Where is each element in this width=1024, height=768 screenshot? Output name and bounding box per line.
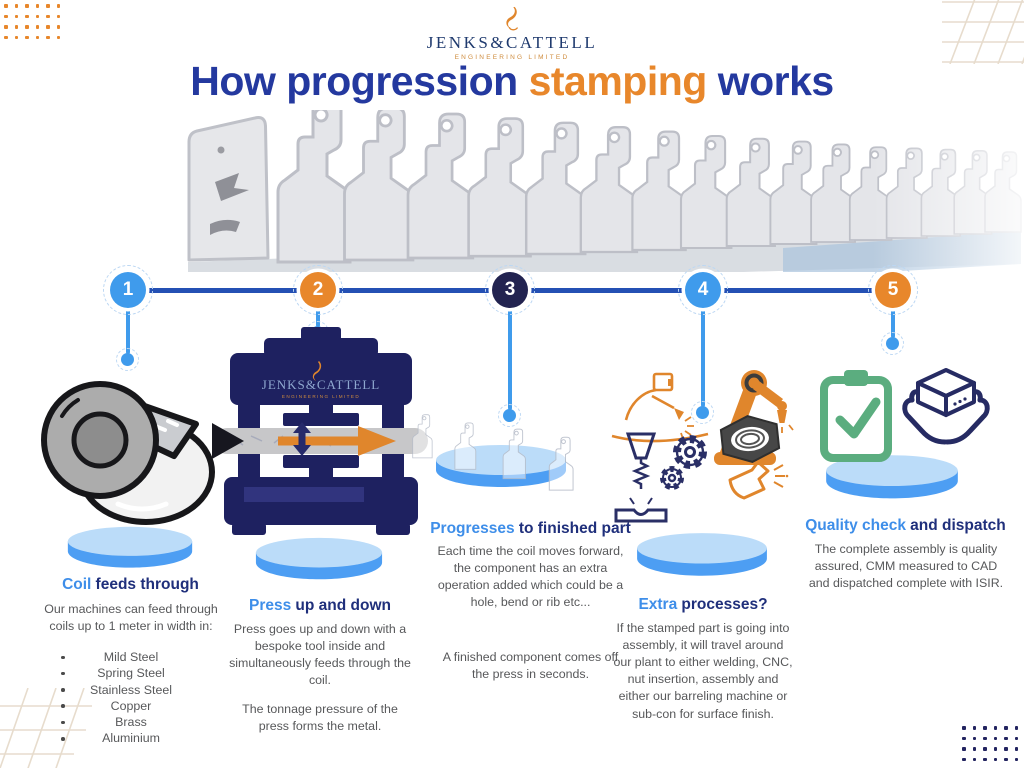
- orange-dot-grid-decoration: [4, 4, 67, 46]
- step-5-number-badge: 5: [868, 265, 918, 315]
- step-number: 5: [887, 279, 899, 300]
- step-3-body: Each time the coil moves forward, the co…: [437, 544, 624, 610]
- hex-nut-icon: [719, 415, 781, 463]
- hands-holding-box-icon: [902, 368, 990, 445]
- step-1-materials-list: Mild Steel Spring Steel Stainless Steel …: [35, 649, 227, 747]
- bullet-dot: [61, 688, 65, 692]
- extra-processes-icons: [611, 370, 794, 523]
- svg-text:ENGINEERING LIMITED: ENGINEERING LIMITED: [282, 394, 360, 399]
- bullet-dot: [61, 704, 65, 708]
- list-item: Copper: [35, 698, 227, 714]
- quality-checklist-icon: [820, 370, 892, 462]
- svg-text:JENKS&CATTELL: JENKS&CATTELL: [262, 377, 380, 392]
- step-3-body-2: A finished component comes off the press…: [442, 650, 619, 682]
- step-3-number-badge: 3: [485, 265, 535, 315]
- step-3-connector: [508, 306, 512, 410]
- step-1-platform-disc: [67, 526, 193, 568]
- press-machine-icon: JENKS&CATTELL ENGINEERING LIMITED: [212, 327, 428, 535]
- brand-swirl-icon: [506, 6, 518, 31]
- brand-logo: JENKS&CATTELL ENGINEERING LIMITED: [0, 6, 1024, 61]
- bullet-dot: [61, 720, 65, 725]
- finished-parts-disc-icon: [412, 414, 574, 491]
- bullet-dot: [61, 736, 65, 741]
- list-item: Aluminium: [35, 730, 227, 746]
- bullet-dot: [61, 671, 65, 676]
- step-1-number-badge: 1: [103, 265, 153, 315]
- diagonal-lattice-decoration: [942, 0, 1024, 64]
- step-5-body: The complete assembly is quality assured…: [808, 542, 1004, 591]
- step-5-platform-disc: [826, 455, 958, 499]
- step-2-platform-disc: [255, 537, 383, 580]
- navy-dot-grid-decoration: [962, 726, 1024, 768]
- list-item: Mild Steel: [35, 649, 227, 665]
- progression-strip-image: [183, 110, 1024, 272]
- step-5-connector-dot: [881, 332, 904, 355]
- step-2-body-2: The tonnage pressure of the press forms …: [242, 702, 398, 734]
- step-number: 1: [122, 279, 134, 300]
- brand-tagline: ENGINEERING LIMITED: [454, 54, 570, 61]
- spray-gun-icon: [728, 460, 789, 500]
- coil-icon: [41, 381, 215, 525]
- step-2-body: Press goes up and down with a bespoke to…: [229, 622, 411, 688]
- step-1-body: Our machines can feed through coils up t…: [44, 602, 218, 634]
- quality-dispatch-icons: [820, 368, 990, 462]
- step-2-number-badge: 2: [293, 265, 343, 315]
- welder-icon: [611, 372, 709, 443]
- step-1-connector: [126, 306, 130, 354]
- list-item: Spring Steel: [35, 665, 227, 681]
- step-number: 4: [697, 279, 709, 300]
- step-4-number-badge: 4: [678, 265, 728, 315]
- step-1-connector-dot: [116, 348, 139, 371]
- step-4-connector-dot: [691, 401, 714, 424]
- bullet-dot: [61, 655, 65, 660]
- step-4-body: If the stamped part is going into assemb…: [613, 621, 793, 721]
- page-title: How progression stamping works: [190, 58, 834, 104]
- list-item: Brass: [35, 714, 227, 730]
- list-item: Stainless Steel: [35, 682, 227, 698]
- step-2-connector: [316, 306, 320, 327]
- step-number: 3: [504, 279, 516, 300]
- step-3-connector-dot: [498, 404, 521, 427]
- gears-icon: [660, 435, 707, 490]
- step-number: 2: [312, 279, 324, 300]
- step-4-platform-disc: [637, 533, 767, 576]
- drill-tap-icon: [614, 432, 668, 523]
- brand-name: JENKS&CATTELL: [426, 33, 598, 52]
- diagonal-lattice-decoration: [0, 688, 92, 768]
- step-4-connector: [701, 306, 705, 407]
- step-5-connector: [891, 306, 895, 338]
